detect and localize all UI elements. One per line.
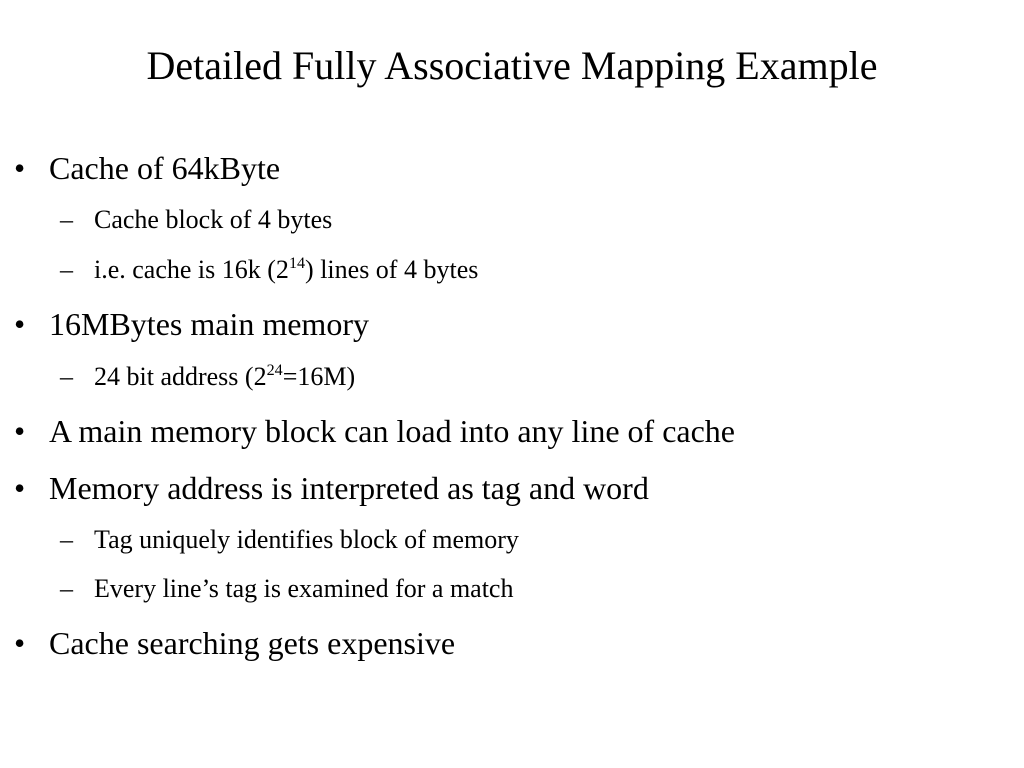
exponent: 14 <box>288 254 306 272</box>
sub-bullet-text-end: =16M) <box>282 362 356 391</box>
sub-bullet-marker: – <box>60 525 73 554</box>
bullet-item: • A main memory block can load into any l… <box>14 411 735 451</box>
sub-bullet-item: –Every line’s tag is examined for a matc… <box>60 573 513 605</box>
sub-bullet-item: –Tag uniquely identifies block of memory <box>60 524 519 556</box>
sub-bullet-item: –i.e. cache is 16k (214) lines of 4 byte… <box>60 254 478 286</box>
sub-bullet-text-end: ) lines of 4 bytes <box>305 255 479 284</box>
sub-bullet-text-start: 24 bit address (2 <box>94 362 267 391</box>
bullet-item: • 16MBytes main memory <box>14 304 369 344</box>
bullet-item: • Memory address is interpreted as tag an… <box>14 468 649 508</box>
bullet-marker: • <box>14 625 26 661</box>
sub-bullet-marker: – <box>60 574 73 603</box>
bullet-marker: • <box>14 413 26 449</box>
bullet-text: Memory address is interpreted as tag and… <box>49 470 649 506</box>
bullet-marker: • <box>14 306 26 342</box>
bullet-item: • Cache of 64kByte <box>14 148 280 188</box>
sub-bullet-text: Tag uniquely identifies block of memory <box>94 525 519 554</box>
bullet-marker: • <box>14 470 26 506</box>
sub-bullet-text-start: i.e. cache is 16k (2 <box>94 255 289 284</box>
sub-bullet-marker: – <box>60 255 73 284</box>
bullet-item: • Cache searching gets expensive <box>14 623 455 663</box>
slide-title: Detailed Fully Associative Mapping Examp… <box>146 43 878 88</box>
sub-bullet-marker: – <box>60 205 73 234</box>
bullet-text: Cache searching gets expensive <box>49 625 456 661</box>
bullet-text: 16MBytes main memory <box>49 306 369 342</box>
sub-bullet-marker: – <box>60 362 73 391</box>
sub-bullet-text: Every line’s tag is examined for a match <box>94 574 514 603</box>
bullet-text: A main memory block can load into any li… <box>49 413 735 449</box>
sub-bullet-item: –24 bit address (224=16M) <box>60 361 355 393</box>
bullet-text: Cache of 64kByte <box>49 150 281 186</box>
exponent: 24 <box>266 361 283 379</box>
sub-bullet-item: –Cache block of 4 bytes <box>60 204 332 236</box>
bullet-marker: • <box>14 150 26 186</box>
sub-bullet-text: Cache block of 4 bytes <box>94 205 333 234</box>
